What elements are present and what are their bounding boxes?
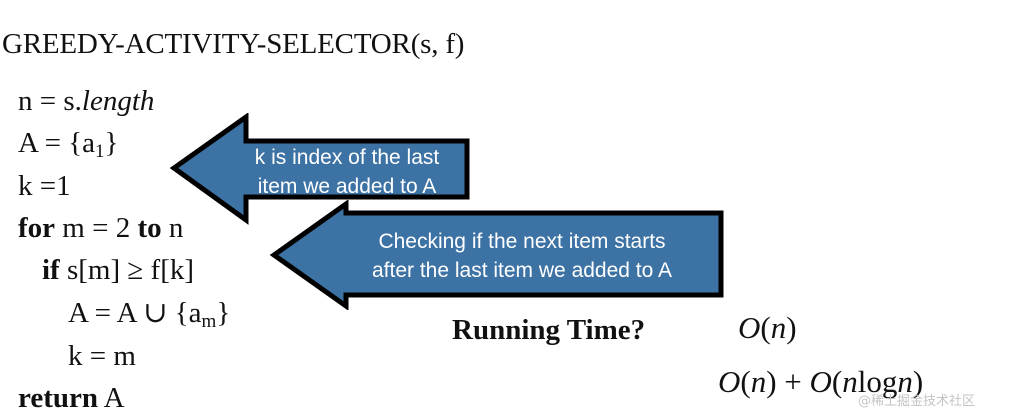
code-line-8: return A [18,382,125,414]
code-line-6: A = A ∪ {am} [68,297,231,332]
running-time-label: Running Time? [452,314,646,346]
keyword-if: if [42,254,60,286]
callout-arrow-top [170,113,470,225]
code-line-1: n = s.length [18,85,155,117]
keyword-for: for [18,212,56,244]
code-line-5: if s[m] ≥ f[k] [42,254,195,286]
keyword-to: to [137,212,162,244]
code-line-7: k = m [68,340,136,372]
complexity-answer-1: O(n) [738,310,797,345]
code-line-4: for m = 2 to n [18,212,184,244]
callout-text-bottom: Checking if the next item starts after t… [371,230,672,282]
algorithm-title: GREEDY-ACTIVITY-SELECTOR(s, f) [2,28,465,60]
code-line-2: A = {a1} [18,127,119,162]
complexity-answer-2: O(n) + O(nlogn) [718,364,924,399]
callout-arrow-bottom [270,200,724,310]
keyword-return: return [18,382,99,414]
code-line-3: k =1 [18,170,71,202]
callout-text-top: k is index of the last item we added to … [254,146,440,198]
watermark-text: @稀土掘金技术社区 [858,394,976,409]
